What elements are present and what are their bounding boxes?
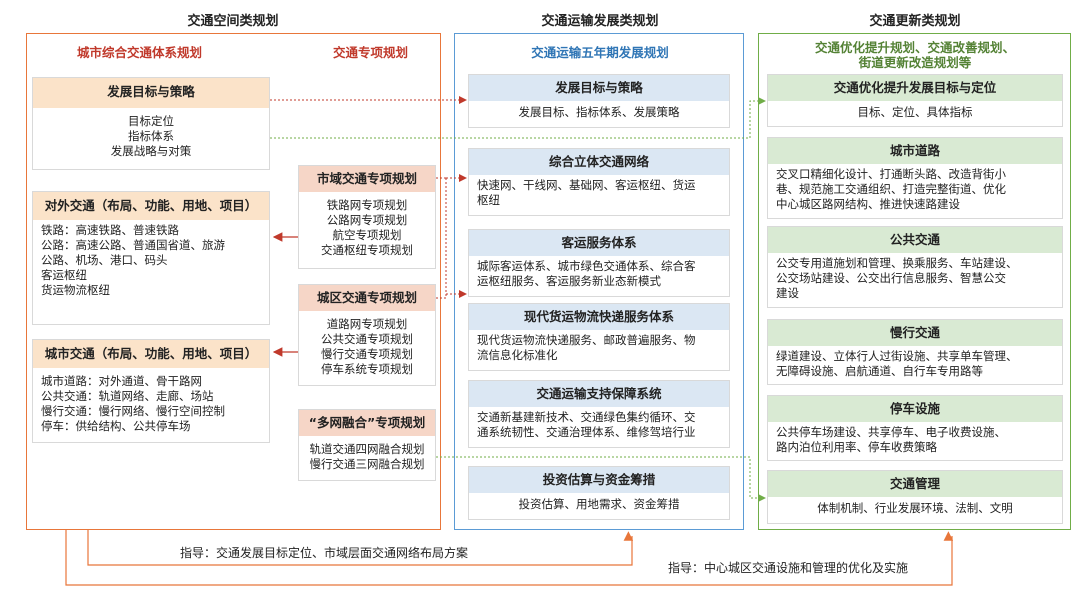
middle-panel-line: 运枢纽服务、客运服务新业态新模式 — [477, 274, 661, 288]
middle-panel-line: 投资估算、用地需求、资金筹措 — [518, 497, 680, 511]
left-urban-line: 公共交通：轨道网络、走廊、场站 — [41, 389, 214, 403]
middle-panel-line: 枢纽 — [477, 193, 500, 207]
right-column-title: 交通更新类规划 — [869, 14, 961, 29]
middle-column-frame — [454, 33, 744, 530]
middle-panel-line: 通系统韧性、交通治理体系、维修驾培行业 — [477, 425, 696, 439]
right-panel-line: 无障碍设施、启航通道、自行车专用路等 — [776, 364, 983, 378]
multi-network-header: “多网融合”专项规划 — [299, 410, 435, 436]
arrow-goals-to-right — [270, 97, 766, 139]
right-panel-line: 公交专用道施划和管理、换乘服务、车站建设、 — [776, 256, 1018, 270]
district-special-line: 慢行交通专项规划 — [321, 347, 413, 361]
left-external-panel: 对外交通（布局、功能、用地、项目） 铁路：高速铁路、普速铁路 公路：高速公路、普… — [32, 191, 270, 325]
middle-panel-header: 现代货运物流快递服务体系 — [469, 304, 729, 330]
middle-panel: 客运服务体系 城际客运体系、城市绿色交通体系、综合客 运枢纽服务、客运服务新业态… — [468, 229, 730, 297]
middle-panel-header: 发展目标与策略 — [469, 75, 729, 101]
middle-panel: 现代货运物流快递服务体系 现代货运物流快递服务、邮政普遍服务、物 流信息化标准化 — [468, 303, 730, 371]
district-special-panel: 城区交通专项规划 道路网专项规划 公共交通专项规划 慢行交通专项规划 停车系统专… — [298, 284, 436, 386]
left-external-line: 公路、机场、港口、码头 — [41, 253, 168, 267]
city-special-line: 交通枢纽专项规划 — [321, 243, 413, 257]
right-panel-line: 体制机制、行业发展环境、法制、文明 — [817, 501, 1013, 515]
middle-panel-line: 流信息化标准化 — [477, 348, 558, 362]
middle-panel: 发展目标与策略 发展目标、指标体系、发展策略 — [468, 74, 730, 128]
right-panel-line: 公交场站建设、公交出行信息服务、智慧公交 — [776, 271, 1006, 285]
left-external-line: 客运枢纽 — [41, 268, 87, 282]
middle-panel: 综合立体交通网络 快速网、干线网、基础网、客运枢纽、货运 枢纽 — [468, 148, 730, 216]
right-panel: 交通优化提升发展目标与定位 目标、定位、具体指标 — [767, 74, 1063, 127]
multi-network-line: 轨道交通四网融合规划 — [309, 442, 425, 456]
guide-line-1 — [87, 530, 634, 566]
district-special-line: 公共交通专项规划 — [321, 332, 413, 346]
right-panel-header: 城市道路 — [768, 138, 1062, 164]
left-sub-title-comprehensive: 城市综合交通体系规划 — [77, 45, 203, 60]
middle-column-title: 交通运输发展类规划 — [541, 14, 659, 29]
right-panel-header: 慢行交通 — [768, 320, 1062, 346]
middle-sub-title: 交通运输五年期发展规划 — [531, 45, 669, 60]
right-panel: 交通管理 体制机制、行业发展环境、法制、文明 — [767, 470, 1063, 524]
left-goals-panel: 发展目标与策略 目标定位 指标体系 发展战略与对策 — [32, 77, 270, 170]
right-panel-line: 中心城区路网结构、推进快速路建设 — [776, 197, 960, 211]
left-urban-line: 城市道路：对外通道、骨干路网 — [41, 374, 202, 388]
right-panel-header: 交通优化提升发展目标与定位 — [768, 75, 1062, 101]
middle-panel-line: 城际客运体系、城市绿色交通体系、综合客 — [477, 259, 696, 273]
left-goals-line: 指标体系 — [128, 129, 174, 143]
left-urban-header: 城市交通（布局、功能、用地、项目） — [33, 340, 269, 368]
middle-panel-header: 客运服务体系 — [469, 230, 729, 256]
right-panel-line: 路内泊位利用率、停车收费策略 — [776, 440, 937, 454]
right-panel: 慢行交通 绿道建设、立体行人过街设施、共享单车管理、 无障碍设施、启航通道、自行… — [767, 319, 1063, 385]
middle-panel: 投资估算与资金筹措 投资估算、用地需求、资金筹措 — [468, 466, 730, 520]
right-sub-title-line: 交通优化提升规划、交通改善规划、 — [814, 40, 1015, 55]
right-column-frame — [758, 33, 1071, 530]
middle-panel-header: 投资估算与资金筹措 — [469, 467, 729, 493]
left-column-frame — [26, 33, 441, 530]
right-panel-line: 巷、规范施工交通组织、打造完整街道、优化 — [776, 182, 1006, 196]
left-goals-header: 发展目标与策略 — [33, 78, 269, 108]
city-special-panel: 市域交通专项规划 铁路网专项规划 公路网专项规划 航空专项规划 交通枢纽专项规划 — [298, 165, 436, 269]
left-sub-title-special: 交通专项规划 — [333, 45, 409, 60]
district-special-header: 城区交通专项规划 — [299, 285, 435, 311]
middle-panel-line: 现代货运物流快递服务、邮政普遍服务、物 — [477, 333, 696, 347]
middle-panel-header: 综合立体交通网络 — [469, 149, 729, 175]
left-external-line: 铁路：高速铁路、普速铁路 — [41, 223, 179, 237]
middle-panel-header: 交通运输支持保障系统 — [469, 381, 729, 407]
city-special-line: 航空专项规划 — [332, 228, 402, 242]
left-external-line: 货运物流枢纽 — [41, 283, 110, 297]
left-external-header: 对外交通（布局、功能、用地、项目） — [33, 192, 269, 220]
right-panel-line: 绿道建设、立体行人过街设施、共享单车管理、 — [776, 349, 1018, 363]
left-urban-line: 慢行交通：慢行网络、慢行空间控制 — [41, 404, 225, 418]
right-panel-line: 公共停车场建设、共享停车、电子收费设施、 — [776, 425, 1006, 439]
left-urban-panel: 城市交通（布局、功能、用地、项目） 城市道路：对外通道、骨干路网 公共交通：轨道… — [32, 339, 270, 443]
left-goals-line: 发展战略与对策 — [110, 144, 192, 158]
left-urban-line: 停车：供给结构、公共停车场 — [41, 419, 191, 433]
left-goals-line: 目标定位 — [128, 114, 174, 128]
right-sub-title-line: 街道更新改造规划等 — [858, 55, 972, 70]
right-panel-header: 停车设施 — [768, 396, 1062, 422]
guide-note-1: 指导：交通发展目标定位、市域层面交通网络布局方案 — [180, 546, 469, 560]
right-sub-title: 交通优化提升规划、交通改善规划、 街道更新改造规划等 — [760, 40, 1070, 70]
right-panel-line: 建设 — [776, 286, 799, 300]
district-special-line: 停车系统专项规划 — [321, 362, 413, 376]
right-panel-line: 交叉口精细化设计、打通断头路、改造背街小 — [776, 167, 1006, 181]
left-external-line: 公路：高速公路、普通国省道、旅游 — [41, 238, 225, 252]
right-panel-header: 公共交通 — [768, 227, 1062, 253]
multi-network-line: 慢行交通三网融合规划 — [309, 457, 425, 471]
city-special-header: 市域交通专项规划 — [299, 166, 435, 192]
guide-line-2 — [65, 530, 954, 586]
middle-panel-line: 快速网、干线网、基础网、客运枢纽、货运 — [477, 178, 696, 192]
city-special-line: 公路网专项规划 — [326, 213, 408, 227]
right-panel: 公共交通 公交专用道施划和管理、换乘服务、车站建设、 公交场站建设、公交出行信息… — [767, 226, 1063, 308]
arrow-multi-to-right — [436, 456, 766, 502]
district-special-line: 道路网专项规划 — [326, 317, 408, 331]
right-panel-line: 目标、定位、具体指标 — [857, 105, 973, 119]
middle-panel-line: 交通新基建新技术、交通绿色集约循环、交 — [477, 410, 696, 424]
city-special-line: 铁路网专项规划 — [326, 198, 408, 212]
right-panel-header: 交通管理 — [768, 471, 1062, 497]
middle-panel-line: 发展目标、指标体系、发展策略 — [518, 105, 680, 119]
guide-note-2: 指导：中心城区交通设施和管理的优化及实施 — [668, 561, 909, 575]
left-column-title: 交通空间类规划 — [187, 14, 279, 29]
right-panel: 城市道路 交叉口精细化设计、打通断头路、改造背街小 巷、规范施工交通组织、打造完… — [767, 137, 1063, 219]
right-panel: 停车设施 公共停车场建设、共享停车、电子收费设施、 路内泊位利用率、停车收费策略 — [767, 395, 1063, 461]
middle-panel: 交通运输支持保障系统 交通新基建新技术、交通绿色集约循环、交 通系统韧性、交通治… — [468, 380, 730, 448]
multi-network-panel: “多网融合”专项规划 轨道交通四网融合规划 慢行交通三网融合规划 — [298, 409, 436, 481]
